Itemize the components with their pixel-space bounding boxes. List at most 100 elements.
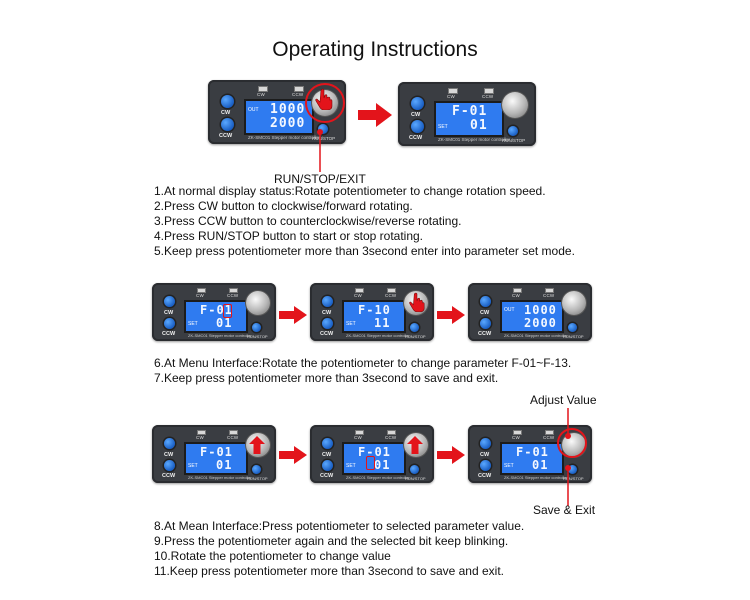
run-stop-label: RUN/STOP	[563, 334, 584, 339]
ccw-led	[294, 86, 304, 92]
cw-button-label: CW	[322, 310, 332, 316]
cw-led	[355, 288, 364, 293]
potentiometer-knob[interactable]	[502, 92, 528, 118]
cw-button[interactable]	[221, 95, 234, 108]
ccw-button-label: CCW	[320, 473, 334, 479]
set-tag: SET	[346, 463, 356, 469]
ccw-led-label: CCW	[227, 293, 239, 298]
ccw-led	[229, 430, 238, 435]
press-up-arrow-icon	[407, 436, 423, 454]
cw-button[interactable]	[480, 438, 491, 449]
cw-button[interactable]	[411, 97, 424, 110]
cw-led-label: CW	[447, 94, 455, 99]
run-stop-button[interactable]	[410, 465, 419, 474]
ccw-button[interactable]	[322, 318, 333, 329]
potentiometer-knob[interactable]	[246, 291, 270, 315]
cw-button[interactable]	[322, 438, 333, 449]
arrow-right-icon	[437, 306, 465, 324]
instruction-line: 9.Press the potentiometer again and the …	[154, 534, 509, 548]
ccw-led-label: CCW	[385, 435, 397, 440]
model-label: ZK-SMC01 Stepper motor controller	[504, 333, 568, 338]
set-tag: SET	[188, 463, 198, 469]
cw-button[interactable]	[164, 296, 175, 307]
lcd-screen: SET F-01 01	[184, 442, 248, 475]
model-label: ZK-SMC01 Stepper motor controller	[188, 475, 252, 480]
lcd-line-2-blinking: 01	[374, 458, 391, 472]
cw-button[interactable]	[322, 296, 333, 307]
run-stop-button[interactable]	[508, 126, 518, 136]
cw-led-label: CW	[257, 92, 265, 97]
pointer-hand-icon	[315, 88, 333, 110]
lcd-screen: OUT 1000 2000	[500, 300, 564, 333]
ccw-button[interactable]	[480, 460, 491, 471]
ccw-led-label: CCW	[292, 92, 304, 97]
save-exit-pointer-line	[565, 465, 571, 506]
run-stop-button[interactable]	[568, 465, 577, 474]
cw-led-label: CW	[512, 293, 520, 298]
ccw-button-label: CCW	[219, 133, 233, 139]
run-stop-button[interactable]	[252, 323, 261, 332]
lcd-line-1: 1000	[524, 303, 557, 317]
lcd-screen: SET F-01 01	[500, 442, 564, 475]
save-exit-label: Save & Exit	[533, 503, 596, 517]
instruction-line: 6.At Menu Interface:Rotate the potentiom…	[154, 356, 572, 370]
cw-led	[197, 430, 206, 435]
model-label: ZK-SMC01 Stepper motor controller	[504, 475, 568, 480]
cw-button-label: CW	[480, 310, 490, 316]
cw-led-label: CW	[196, 293, 204, 298]
lcd-screen: SET F-01 01	[184, 300, 248, 333]
ccw-button[interactable]	[411, 120, 424, 133]
out-tag: OUT	[504, 307, 515, 313]
instruction-line: 3.Press CCW button to counterclockwise/r…	[154, 214, 462, 228]
run-stop-label: RUN/STOP	[405, 334, 426, 339]
ccw-button[interactable]	[164, 318, 175, 329]
run-stop-button[interactable]	[410, 323, 419, 332]
lcd-line-2: 01	[470, 118, 488, 133]
ccw-button[interactable]	[480, 318, 491, 329]
lcd-line-2: 2000	[524, 316, 557, 330]
run-stop-label: RUN/STOP	[312, 136, 336, 141]
run-stop-label: RUN/STOP	[563, 476, 584, 481]
lcd-line-2-blinking: 01	[532, 458, 549, 472]
model-label: ZK-SMC01 Stepper motor controller	[188, 333, 252, 338]
potentiometer-knob[interactable]	[562, 291, 586, 315]
cw-led	[355, 430, 364, 435]
ccw-led	[229, 288, 238, 293]
cw-led-label: CW	[354, 293, 362, 298]
ccw-button[interactable]	[322, 460, 333, 471]
run-stop-button[interactable]	[318, 124, 328, 134]
cw-button-label: CW	[411, 112, 421, 118]
ccw-button[interactable]	[164, 460, 175, 471]
lcd-line-1: F-10	[358, 303, 391, 317]
ccw-button[interactable]	[221, 118, 234, 131]
instruction-line: 10.Rotate the potentiometer to change va…	[154, 549, 391, 563]
model-label: ZK-SMC01 Stepper motor controller	[346, 475, 410, 480]
cw-button-label: CW	[221, 110, 231, 116]
cw-led	[513, 288, 522, 293]
arrow-right-icon	[358, 103, 392, 127]
lcd-line-1: F-01	[452, 104, 488, 119]
cw-led-label: CW	[354, 435, 362, 440]
instruction-line: 11.Keep press potentiometer more than 3s…	[154, 564, 504, 578]
ccw-led-label: CCW	[543, 435, 555, 440]
lcd-line-1: F-01	[200, 445, 233, 459]
cw-button[interactable]	[480, 296, 491, 307]
ccw-led-label: CCW	[482, 94, 494, 99]
cw-led	[513, 430, 522, 435]
controller-device-menu: CW CCW CW CCW SET F-01 01 ZK-SMC01 Stepp…	[398, 82, 536, 146]
ccw-led	[484, 88, 494, 94]
ccw-button-label: CCW	[409, 135, 423, 141]
instruction-line: 1.At normal display status:Rotate potent…	[154, 184, 546, 198]
page-title: Operating Instructions	[272, 38, 478, 61]
model-label: ZK-SMC01 Stepper motor controller	[438, 137, 510, 142]
lcd-line-2: 01	[216, 316, 233, 330]
controller-device-menu-2: CW CCW CW CCW SET F-10 11 ZK-SMC01 Stepp…	[310, 283, 434, 341]
run-stop-button[interactable]	[568, 323, 577, 332]
lcd-line-1: 1000	[270, 102, 306, 117]
ccw-button-label: CCW	[320, 331, 334, 337]
out-tag: OUT	[248, 107, 259, 113]
cw-button[interactable]	[164, 438, 175, 449]
run-stop-button[interactable]	[252, 465, 261, 474]
run-stop-label: RUN/STOP	[247, 334, 268, 339]
run-stop-label: RUN/STOP	[502, 138, 526, 143]
